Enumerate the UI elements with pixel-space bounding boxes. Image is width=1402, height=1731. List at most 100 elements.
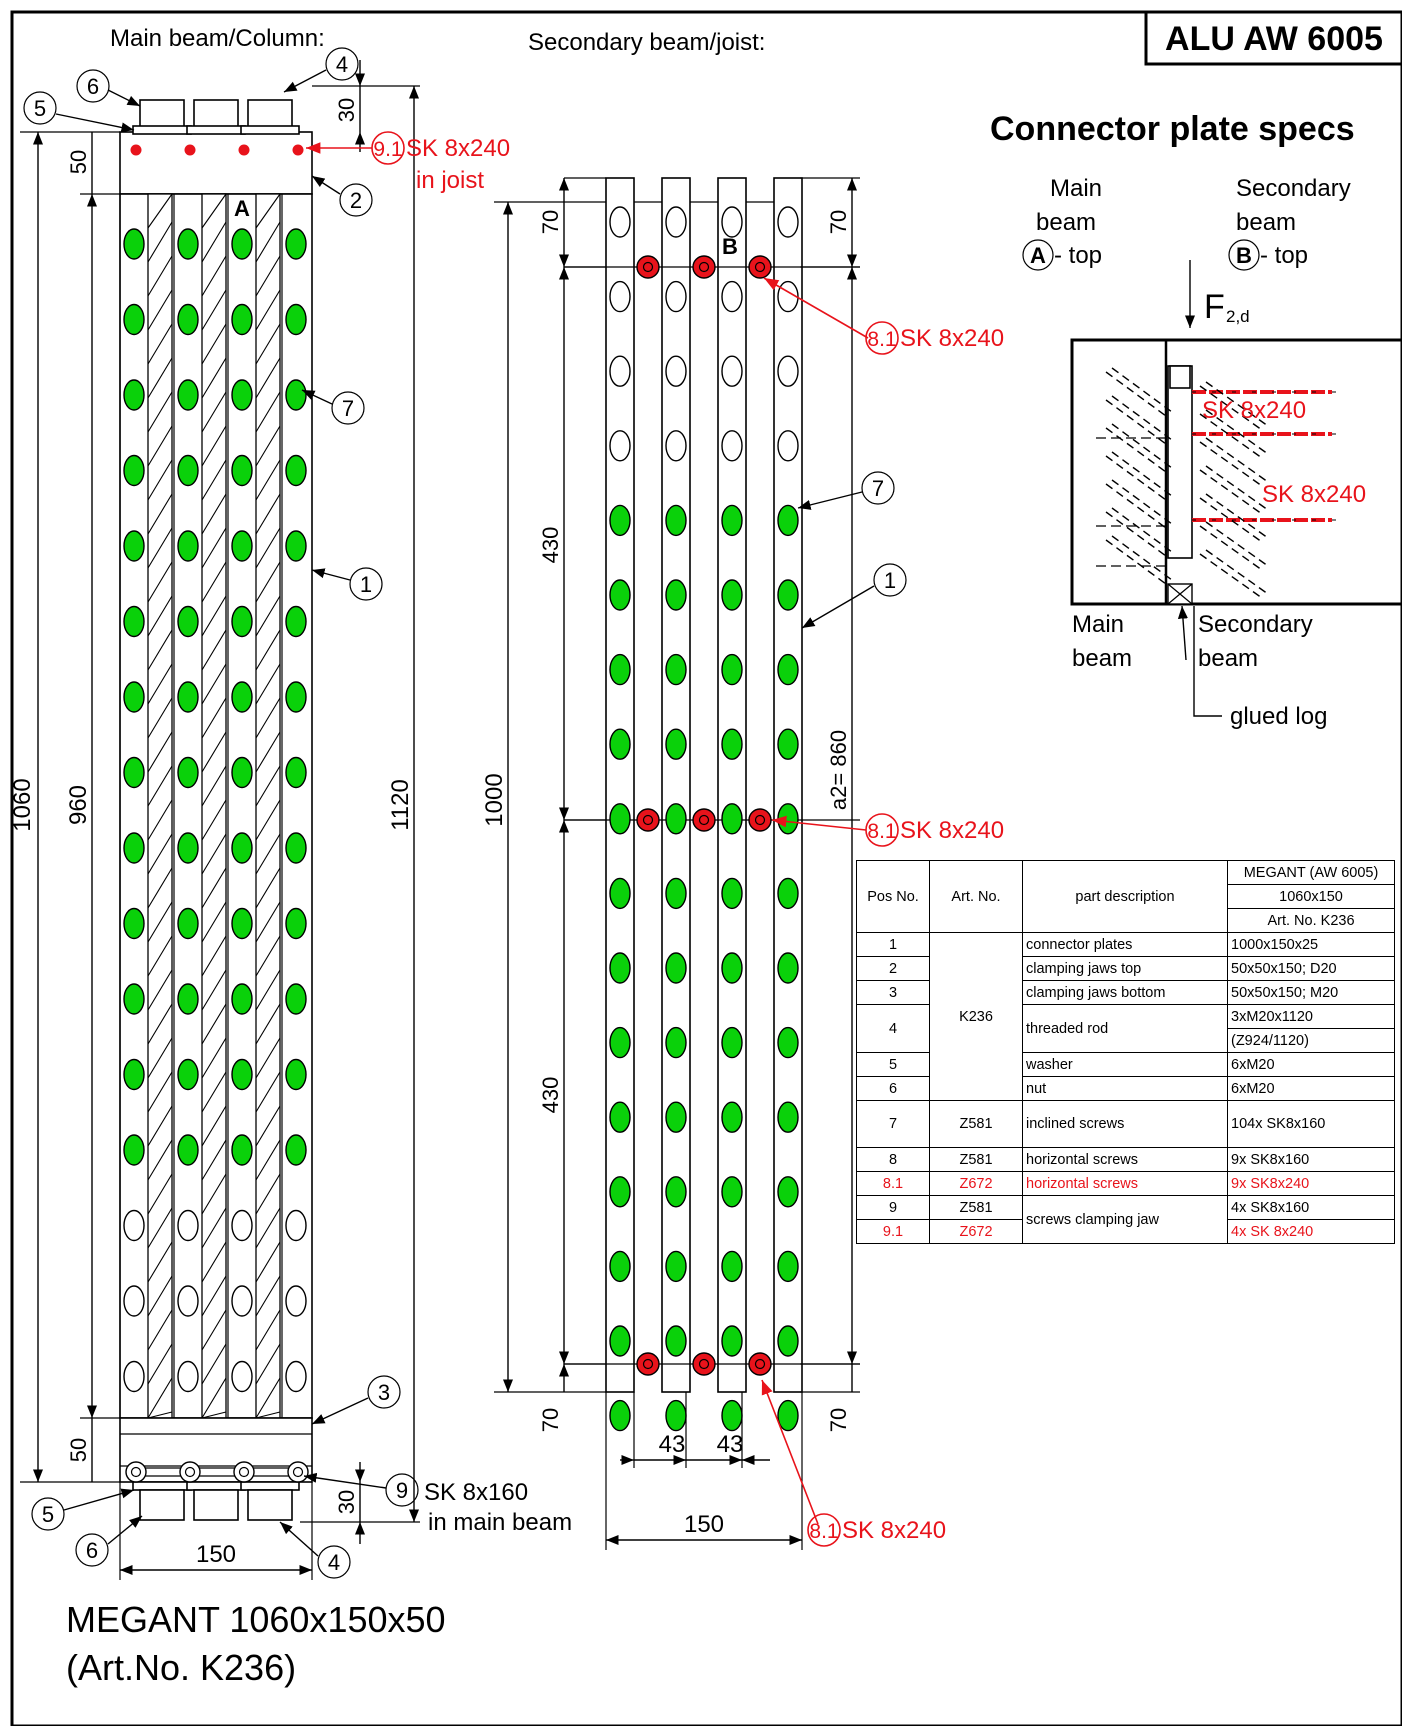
dim-30-bottom: 30 <box>334 1490 359 1514</box>
jaw-screw-red <box>292 144 304 156</box>
inclined-screw <box>177 605 199 638</box>
screw-hole <box>123 1360 145 1393</box>
inclined-screw <box>285 756 307 789</box>
inclined-screw <box>665 579 687 611</box>
nuts-bottom <box>132 1481 300 1521</box>
dim-70-top-right: 70 <box>826 210 851 234</box>
inclined-screw <box>231 1058 253 1091</box>
horizontal-screw-red <box>692 1352 716 1376</box>
horizontal-screw-red <box>692 255 716 279</box>
horizontal-screw-red <box>748 808 772 832</box>
specs-title: Connector plate specs <box>990 110 1355 148</box>
inclined-screw <box>1105 455 1167 501</box>
svg-text:2: 2 <box>350 188 362 213</box>
inclined-screw <box>177 907 199 940</box>
inclined-screw <box>721 1101 743 1133</box>
jaw-screw-red <box>130 144 142 156</box>
inclined-screw <box>1199 553 1263 599</box>
inclined-screw <box>123 454 145 487</box>
header-desc: part description <box>1022 860 1228 933</box>
inclined-screw <box>231 379 253 411</box>
inclined-screw <box>1105 427 1167 473</box>
horizontal-screw-red <box>748 1352 772 1376</box>
svg-text:4: 4 <box>328 1550 340 1575</box>
horizontal-screw-red <box>692 808 716 832</box>
dim-43-right: 43 <box>717 1431 744 1458</box>
inclined-screw <box>609 1250 631 1283</box>
inclined-screw <box>665 1026 687 1059</box>
svg-text:SK 8x240: SK 8x240 <box>1202 397 1306 424</box>
secondary-plates <box>564 177 860 1432</box>
inclined-screw <box>177 983 199 1015</box>
inclined-screw <box>231 228 253 260</box>
inclined-screw <box>609 952 631 984</box>
inclined-screw <box>721 653 743 686</box>
dim-a2: a2= 860 <box>826 730 851 810</box>
screw-hole <box>721 430 743 462</box>
jaw-screw-red <box>238 144 250 156</box>
inclined-screw <box>777 1399 799 1432</box>
svg-text:Secondary: Secondary <box>1236 175 1351 202</box>
inclined-screw <box>721 579 743 611</box>
inclined-screw <box>231 832 253 864</box>
secondary-callouts: 7 1 8.1 SK 8x240 8.1 SK 8x240 8.1 SK 8x2… <box>761 277 1004 1547</box>
svg-text:8.1: 8.1 <box>809 1520 838 1543</box>
inclined-screw <box>231 983 253 1015</box>
inclined-screw <box>177 454 199 487</box>
inclined-screw <box>609 877 631 910</box>
main-dimensions: 1060 50 960 50 1120 30 30 150 <box>9 60 420 1580</box>
inclined-screw <box>665 1325 687 1357</box>
inclined-screw <box>665 1176 687 1208</box>
screw-hole <box>665 206 687 238</box>
screw-hole <box>123 1285 145 1317</box>
screw-hole <box>721 206 743 238</box>
dim-960: 960 <box>65 785 92 825</box>
svg-text:SK 8x240: SK 8x240 <box>1262 481 1366 508</box>
caption-line-1: MEGANT 1060x150x50 <box>66 1599 446 1640</box>
screw-hole <box>285 1360 307 1393</box>
inclined-screw <box>285 605 307 638</box>
svg-text:A: A <box>1030 243 1046 268</box>
inclined-screw <box>777 653 799 686</box>
inclined-screw <box>123 605 145 638</box>
inclined-screw <box>665 653 687 686</box>
inclined-screw <box>177 228 199 260</box>
inclined-screw <box>721 728 743 760</box>
material-title: ALU AW 6005 <box>1165 20 1383 58</box>
inclined-screw <box>1199 469 1263 515</box>
inclined-screw <box>231 454 253 487</box>
inclined-screw <box>177 1058 199 1091</box>
svg-text:F: F <box>1204 288 1225 326</box>
screw-hole <box>665 430 687 462</box>
dim-30-top: 30 <box>334 98 359 122</box>
header-spec-2: 1060x150 <box>1227 884 1395 909</box>
screw-hole <box>231 1285 253 1317</box>
svg-text:Secondary: Secondary <box>1198 611 1313 638</box>
group-art-no: K236 <box>929 932 1023 1101</box>
svg-text:SK 8x160: SK 8x160 <box>424 1479 528 1506</box>
inclined-screw <box>609 803 631 835</box>
header-art: Art. No. <box>929 860 1023 933</box>
inclined-screw <box>177 681 199 713</box>
inclined-screw <box>285 454 307 487</box>
inclined-screw <box>777 952 799 984</box>
inclined-screw <box>1199 525 1263 571</box>
inclined-screw <box>1199 441 1263 487</box>
inclined-screw <box>177 756 199 789</box>
svg-text:beam: beam <box>1198 645 1258 672</box>
svg-text:5: 5 <box>34 96 46 121</box>
svg-text:6: 6 <box>87 74 99 99</box>
screw-hole <box>721 355 743 387</box>
parts-table: Pos No. Art. No. part description MEGANT… <box>856 860 1395 1244</box>
section-letter-b: B <box>722 234 738 259</box>
dim-1120: 1120 <box>387 779 414 831</box>
inclined-screw <box>721 1399 743 1432</box>
inclined-screw <box>231 681 253 713</box>
inclined-screw <box>609 728 631 760</box>
svg-text:6: 6 <box>86 1538 98 1563</box>
inclined-screw <box>609 1325 631 1357</box>
